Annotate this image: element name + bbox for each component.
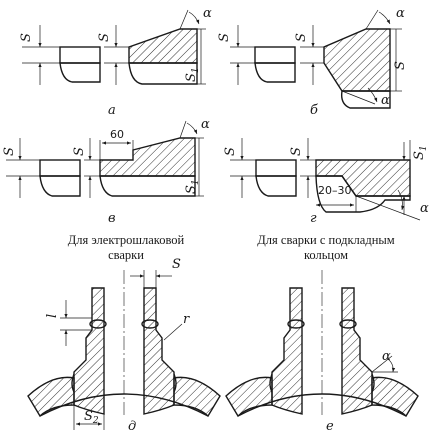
captions: Для электрошлаковой сварки Для сварки с …: [68, 233, 395, 262]
shell-inner-arc-d: [39, 393, 209, 417]
panel-label-e: е: [326, 419, 334, 434]
dim-s-left-a: S: [19, 33, 34, 42]
dim-s-d: S: [172, 257, 181, 272]
dim-l-d: l: [45, 314, 60, 318]
dim-60-v: 60: [110, 128, 124, 141]
dim-s-right-a: S: [97, 33, 112, 42]
left-plate-b: [254, 46, 296, 83]
left-plate-a: [59, 46, 101, 83]
panel-label-a: а: [108, 103, 116, 118]
dim-s-left-b: S: [217, 33, 232, 42]
dim-alpha-a: α: [203, 6, 212, 21]
weld-beads-e: [269, 319, 375, 393]
right-plate-a: [128, 28, 198, 85]
dim-s-left-g: S: [223, 147, 238, 156]
caption-electroslag-line1: Для электрошлаковой: [68, 233, 185, 247]
dim-s2-d: S2: [84, 409, 99, 426]
dim-alpha-g: α: [420, 201, 429, 216]
caption-ring-line1: Для сварки с подкладным: [257, 233, 395, 247]
panel-g: S S S1 20–30 α г: [223, 138, 429, 226]
panel-e: α е: [225, 270, 419, 434]
dim-s-mid-b: S: [294, 33, 309, 42]
panel-label-v: в: [108, 211, 116, 226]
nozzle-wall-left-e: [271, 287, 303, 415]
dim-s1-v: S1: [184, 179, 201, 194]
left-plate-v: [39, 159, 81, 197]
dimension-lines-a: [22, 9, 206, 85]
caption-electroslag-line2: сварки: [108, 248, 144, 262]
panel-label-b: б: [310, 103, 318, 118]
panel-b: S S S α α б: [217, 6, 408, 118]
dimension-lines-e: [371, 355, 398, 373]
nozzle-wall-right-e: [341, 287, 373, 415]
dim-alpha-e: α: [382, 349, 391, 364]
panel-label-d: д: [128, 419, 136, 434]
panel-label-g: г: [310, 211, 317, 226]
nozzle-wall-right-d: [143, 287, 175, 415]
right-plate-v: [99, 137, 196, 197]
nozzle-wall-left-d: [73, 287, 105, 415]
dim-s-right-v: S: [72, 147, 87, 156]
dim-20-30-g: 20–30: [318, 184, 352, 197]
dim-alpha-v: α: [201, 117, 210, 132]
dimension-lines-g: [230, 138, 421, 221]
dim-s-right-b: S: [393, 61, 408, 70]
dim-r-d: r: [183, 312, 190, 327]
dim-s1-a: S1: [184, 67, 201, 82]
weld-beads-d: [71, 319, 177, 393]
dimension-lines-b: [230, 9, 402, 105]
dim-s-left-v: S: [2, 147, 17, 156]
dimension-lines-v: [6, 120, 204, 198]
caption-ring-line2: кольцом: [304, 248, 348, 262]
dimension-lines-d: [60, 270, 183, 430]
dim-alpha-bottom-b: α: [381, 93, 390, 108]
left-plate-g: [255, 159, 297, 197]
dim-s-right-g: S: [289, 147, 304, 156]
dim-s1-g: S1: [412, 145, 429, 160]
shell-inner-arc-e: [237, 393, 407, 417]
panel-a: S S S1 α а: [19, 6, 212, 118]
panel-v: S S 60 S1 α в: [2, 117, 210, 226]
panel-d: S l r S2 д: [27, 257, 221, 434]
dim-alpha-top-b: α: [396, 6, 405, 21]
shell-left-e: [225, 376, 273, 418]
